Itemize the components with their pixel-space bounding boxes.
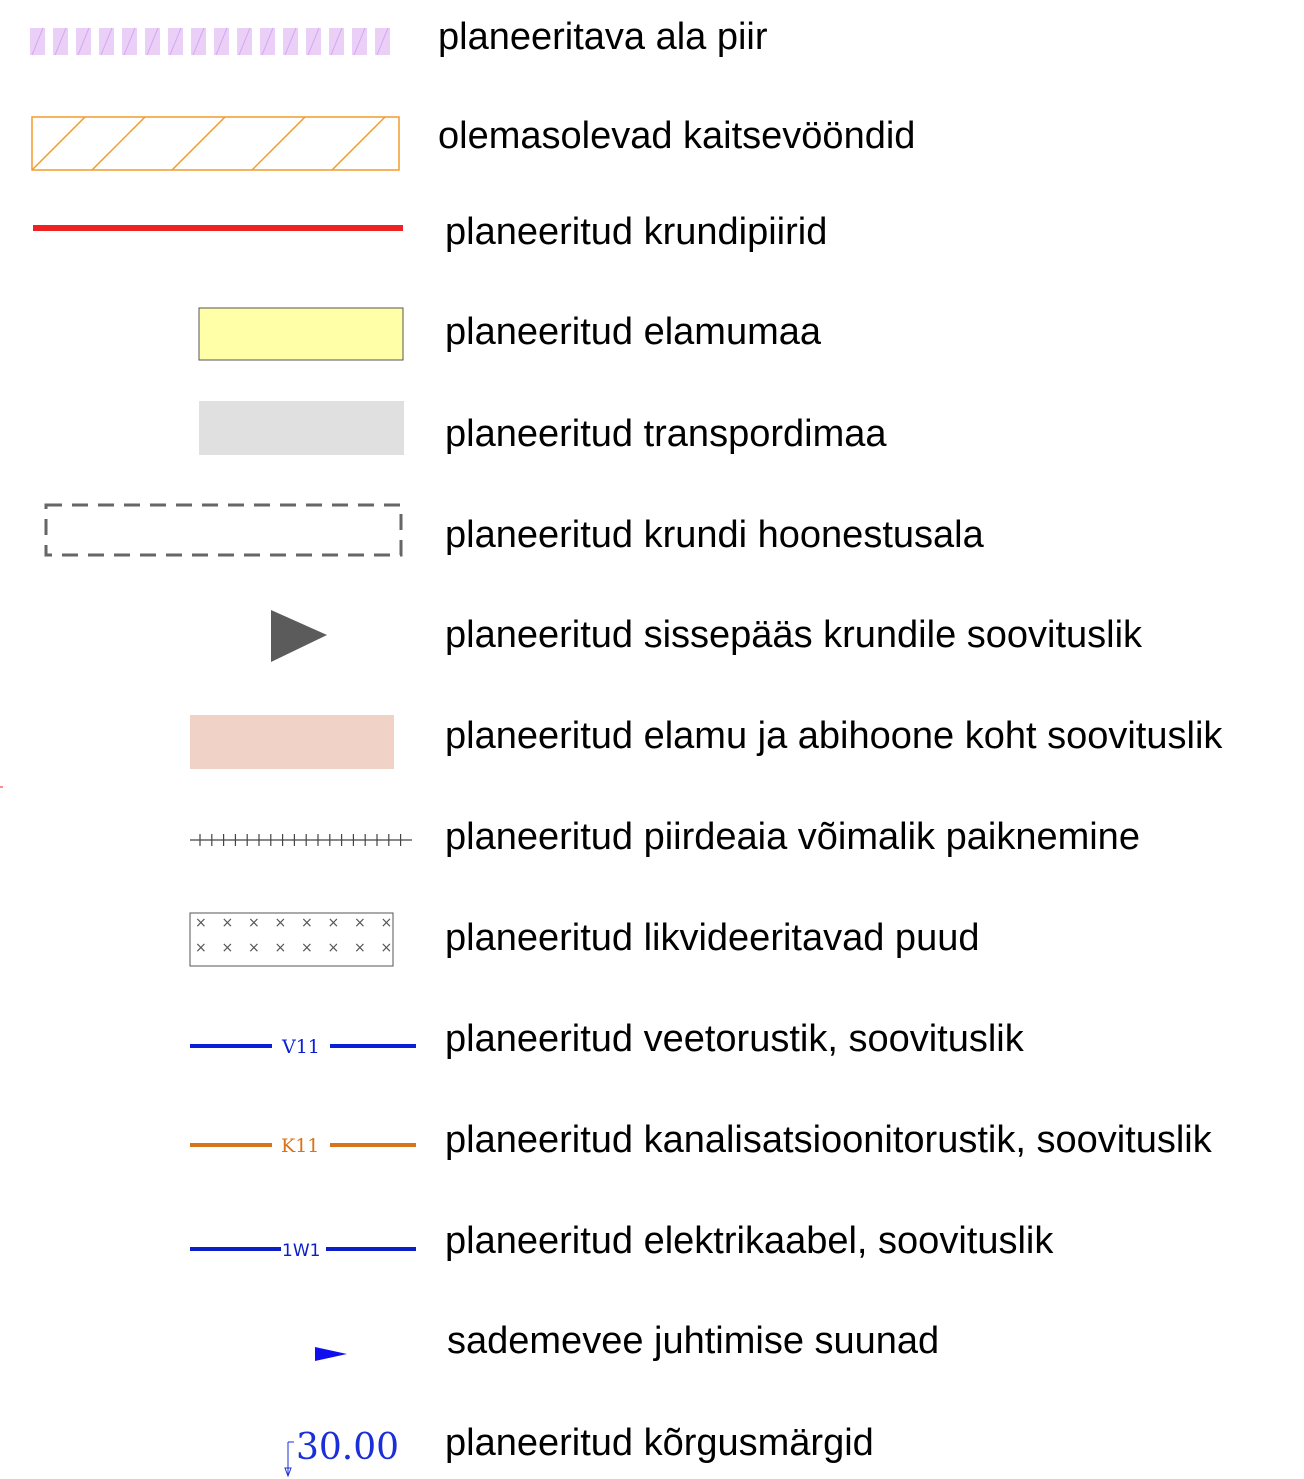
tree-x-mark: × [248,940,260,956]
planned-building-area-symbol [44,503,403,557]
sewer-pipe-code: K11 [281,1135,319,1157]
planned-elevation-marks-symbol: 30.00 [284,1427,399,1478]
planned-area-boundary-symbol [30,27,390,56]
boundary-hatch [169,27,182,56]
tree-x-mark: × [222,915,234,931]
boundary-hatch [215,27,228,56]
boundary-hatch [123,27,136,56]
planned-plot-boundaries-symbol [33,225,403,231]
planned-house-location-symbol [0,715,394,788]
existing-protection-zones-label: olemasolevad kaitsevööndid [438,115,916,157]
boundary-hatch [307,27,320,56]
planned-water-pipe-symbol: V11 [190,1036,416,1058]
planned-entrance-label: planeeritud sissepääs krundile soovitusl… [445,614,1143,656]
planned-power-cable-label: planeeritud elektrikaabel, soovituslik [445,1220,1054,1262]
tree-x-mark: × [328,915,340,931]
tree-x-mark: × [381,915,393,931]
planned-entrance-symbol [271,610,327,662]
tree-x-mark: × [328,940,340,956]
planned-building-area-label: planeeritud krundi hoonestusala [445,514,984,556]
planned-transport-land-symbol [199,401,404,455]
planned-sewer-pipe-symbol: K11 [190,1135,416,1157]
tree-x-mark: × [301,940,313,956]
boundary-hatch [238,27,251,56]
stormwater-direction-label: sademevee juhtimise suunad [447,1320,940,1362]
planned-residential-land-label: planeeritud elamumaa [445,311,822,353]
power-cable-code: 1W1 [282,1241,320,1261]
boundary-hatch [54,27,67,56]
tree-x-mark: × [248,915,260,931]
planned-fence-symbol [190,834,412,846]
planned-fence-label: planeeritud piirdeaia võimalik paiknemin… [445,816,1140,858]
stormwater-direction-symbol [315,1347,347,1361]
boundary-hatch [376,27,389,56]
boundary-hatch [146,27,159,56]
tree-x-mark: × [354,940,366,956]
tree-x-mark: × [381,940,393,956]
boundary-hatch [284,27,297,56]
elevation-mark-value: 30.00 [296,1427,399,1468]
planned-elevation-marks-label: planeeritud kõrgusmärgid [445,1422,874,1464]
tree-x-mark: × [301,915,313,931]
planned-transport-land-label: planeeritud transpordimaa [445,413,887,455]
planned-house-location-label: planeeritud elamu ja abihoone koht soovi… [445,715,1223,757]
planned-tree-removal-label: planeeritud likvideeritavad puud [445,917,980,959]
boundary-hatch [77,27,90,56]
existing-protection-zones-symbol [31,116,400,171]
planned-plot-boundaries-label: planeeritud krundipiirid [445,211,828,253]
boundary-hatch [192,27,205,56]
planned-tree-removal-symbol: × × × × × × × × × × × × × × × × [189,912,394,967]
tree-x-mark: × [275,915,287,931]
tree-x-mark: × [354,915,366,931]
planned-power-cable-symbol: 1W1 [190,1241,416,1261]
planned-sewer-pipe-label: planeeritud kanalisatsioonitorustik, soo… [445,1119,1212,1161]
boundary-hatch [353,27,366,56]
boundary-hatch [31,27,44,56]
tree-x-mark: × [195,940,207,956]
planned-area-boundary-label: planeeritava ala piir [438,16,768,58]
boundary-hatch [100,27,113,56]
boundary-hatch [330,27,343,56]
tree-x-mark: × [222,940,234,956]
tree-x-mark: × [195,915,207,931]
planned-residential-land-symbol [198,307,404,361]
boundary-hatch [261,27,274,56]
water-pipe-code: V11 [281,1036,320,1058]
tree-x-mark: × [275,940,287,956]
planned-water-pipe-label: planeeritud veetorustik, soovituslik [445,1018,1024,1060]
